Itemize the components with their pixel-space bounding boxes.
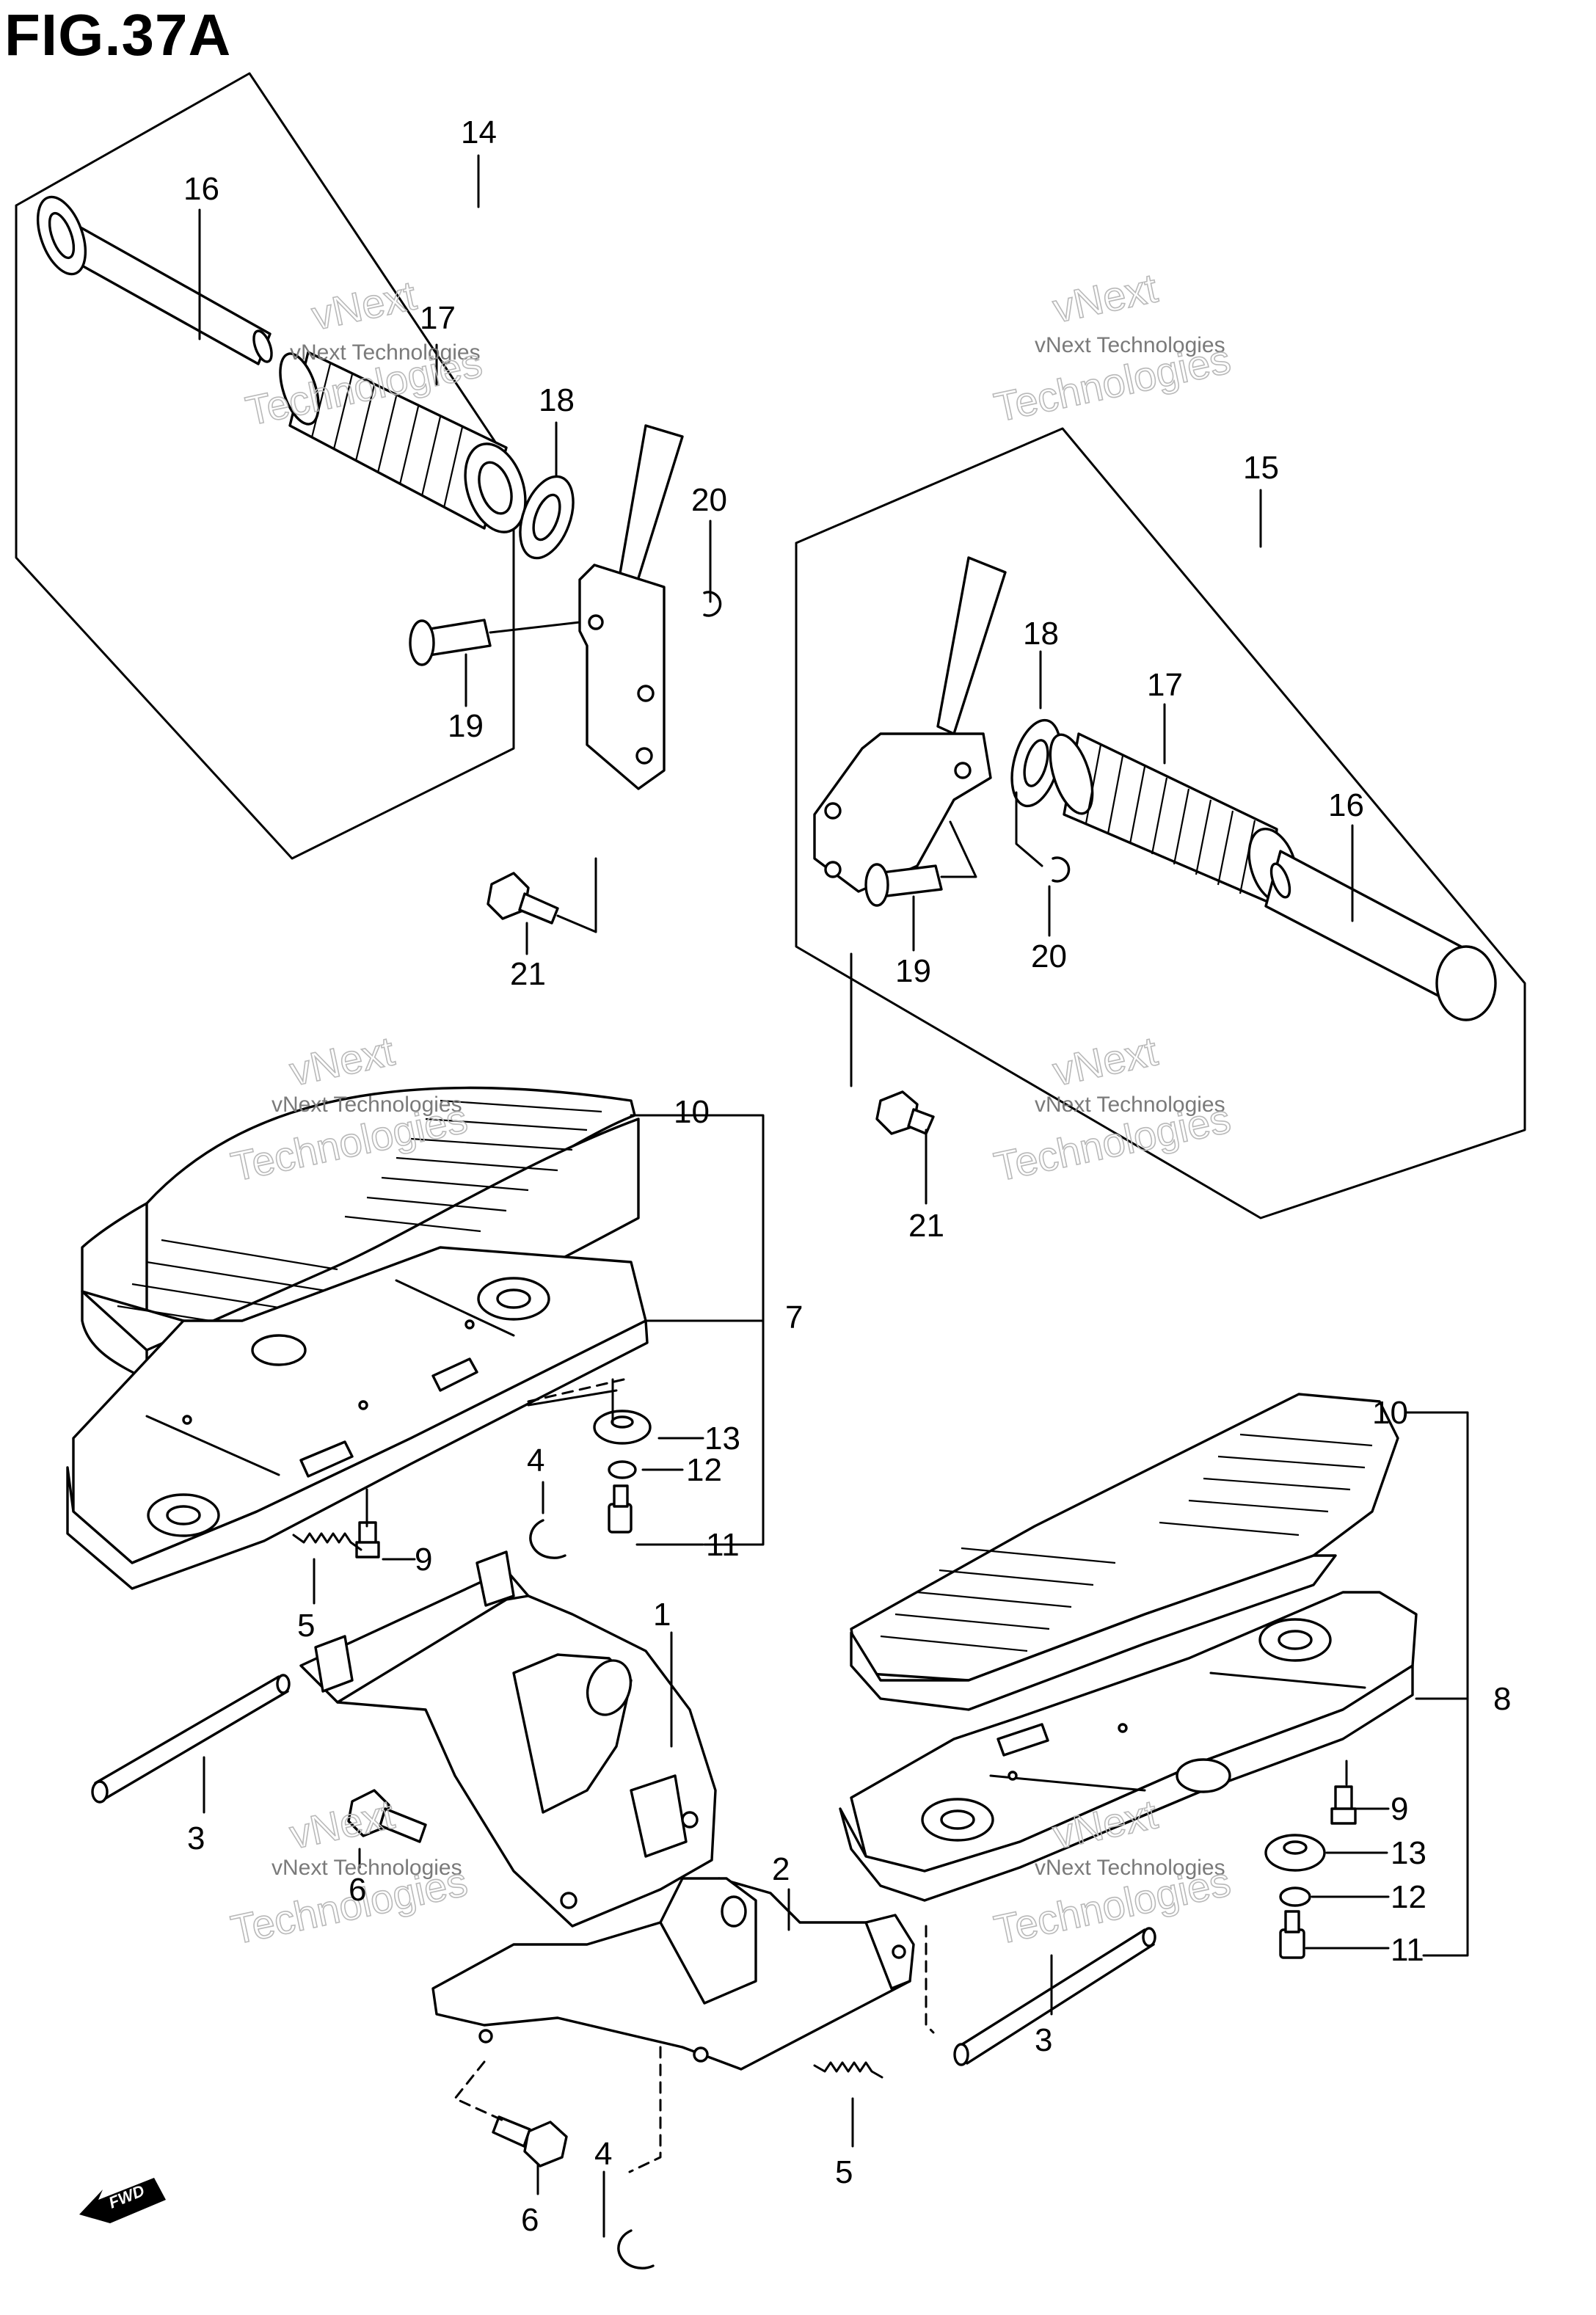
svg-text:vNext: vNext [285,1790,398,1857]
part-13-collar-right [1264,1834,1326,1872]
callout-3: 3 [1035,2022,1052,2058]
svg-text:vNext Technologies: vNext Technologies [272,1093,462,1117]
callout-14: 14 [461,114,497,150]
part-18-washer-right [1010,718,1062,808]
part-17-grip-left [279,351,527,533]
callout-13: 13 [1391,1835,1426,1871]
callout-19: 19 [895,953,931,989]
part-4-clip-lower [617,2229,655,2270]
assembly-14-outline [15,72,515,860]
callout-21: 21 [908,1208,944,1244]
part-1-bracket-left [299,1550,717,1928]
assembly-15-outline [795,427,1526,1220]
callout-16: 16 [183,171,219,207]
part-21-bolt-left [487,857,597,933]
callout-19: 19 [448,708,484,744]
svg-text:vNext Technologies: vNext Technologies [1035,333,1225,357]
part-6-bolt-lower [492,2115,568,2168]
part-5-spring-left [292,1532,362,1551]
part-20-clip-left [703,591,722,617]
callout-3: 3 [187,1820,205,1856]
callout-18: 18 [539,382,575,418]
svg-text:vNext: vNext [307,271,420,338]
svg-text:vNext Technologies: vNext Technologies [1035,1856,1225,1880]
leaders-left-footboard [313,1114,765,1605]
part-7-footboard-base-left [66,1246,649,1590]
svg-text:vNext: vNext [1049,1027,1162,1094]
part-11-bolt-right [1279,1910,1305,1959]
svg-text:vNext Technologies: vNext Technologies [1035,1093,1225,1117]
svg-text:vNext: vNext [285,1027,398,1094]
part-16-tube-left [36,195,273,365]
callout-1: 1 [653,1597,671,1633]
callout-11: 11 [706,1527,740,1563]
part-16-tube-right [1264,850,1497,1021]
part-19-pin-left [409,619,581,666]
leaders-right-footboard [1305,1411,1469,1957]
callout-15: 15 [1243,450,1279,486]
part-8-footboard-base-right [839,1591,1418,1902]
part-19-pin-right [864,820,977,907]
callout-20: 20 [691,482,727,518]
callout-9: 9 [1391,1791,1408,1827]
watermark-4: vNext Technologies vNext Technologies [990,1027,1235,1190]
svg-text:vNext Technologies: vNext Technologies [290,340,481,365]
callout-13: 13 [704,1421,740,1457]
watermark-2: vNext Technologies vNext Technologies [990,263,1235,431]
callout-16: 16 [1328,787,1364,823]
callout-10: 10 [674,1094,710,1130]
callout-12: 12 [686,1452,722,1488]
callout-6: 6 [349,1872,366,1908]
part-2-bracket-right [431,1877,915,2071]
callout-17: 17 [1147,667,1183,703]
figure-title: FIG.37A [4,2,232,68]
callout-7: 7 [785,1299,803,1335]
callout-8: 8 [1493,1681,1511,1717]
part-4-clip-left [529,1519,566,1559]
svg-text:vNext: vNext [1049,264,1162,331]
part-6-bolt-upper [347,1789,427,1843]
part-bracket-right [813,556,1007,893]
callout-4: 4 [527,1443,544,1479]
callout-4: 4 [594,2136,612,2172]
callout-6: 6 [521,2202,539,2238]
part-bracket-left [578,424,684,790]
callout-11: 11 [1391,1932,1424,1968]
part-13-collar-left [593,1410,652,1445]
callout-20: 20 [1031,938,1067,974]
part-10-footboard-mat-right [850,1393,1399,1711]
callout-10: 10 [1372,1395,1408,1431]
part-20-clip-right [1015,791,1071,883]
leaders-14 [198,154,712,955]
callout-17: 17 [420,300,456,336]
leaders-15 [912,489,1354,1205]
part-5-spring-lower [813,2061,883,2079]
svg-text:vNext Technologies: vNext Technologies [272,1856,462,1880]
part-3-shaft-right [953,1927,1156,2066]
callout-2: 2 [772,1851,790,1887]
part-9-bolt-left [355,1521,380,1558]
part-17-grip-right [1049,732,1299,905]
part-11-bolt-left [608,1484,633,1534]
callout-21: 21 [510,956,546,992]
callout-labels: 14 16 17 18 20 19 21 15 18 17 16 19 20 2… [183,114,1511,2238]
part-9-bolt-right [1330,1785,1357,1825]
fwd-arrow-icon: FWD [79,2178,166,2223]
watermark-1: vNext Technologies vNext Technologies [241,271,487,434]
callout-5: 5 [297,1608,315,1644]
part-12-washer-left [608,1460,637,1479]
part-10-footboard-mat-left [81,1086,640,1381]
callout-5: 5 [835,2154,853,2190]
callout-18: 18 [1023,616,1059,652]
part-18-washer-left [519,475,575,560]
callout-9: 9 [415,1542,432,1578]
callout-12: 12 [1391,1879,1426,1915]
leaders-center [203,1378,1053,2238]
part-21-bolt-right [850,952,935,1135]
part-3-shaft-left [91,1674,291,1804]
part-12-washer-right [1279,1886,1311,1907]
